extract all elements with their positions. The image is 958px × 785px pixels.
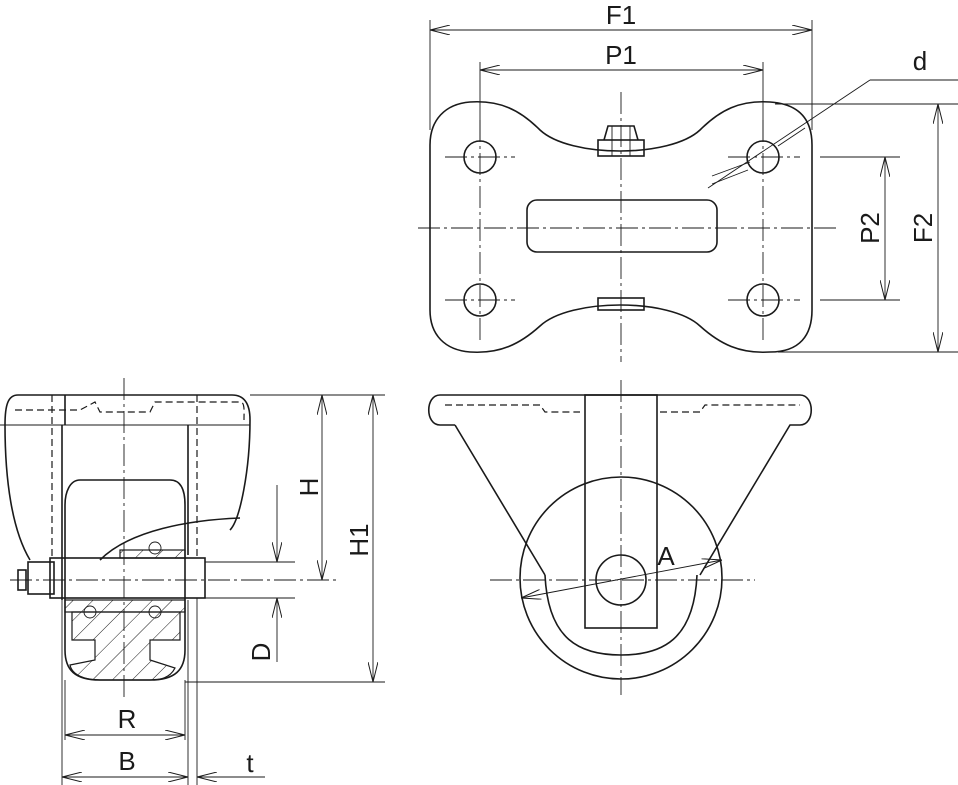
hub-section bbox=[64, 599, 186, 613]
wheel-section bbox=[69, 611, 181, 681]
dim-label-H: H bbox=[294, 478, 324, 497]
dim-label-D: D bbox=[246, 643, 276, 662]
axle-side bbox=[49, 557, 206, 599]
side-view: H H1 D R B t bbox=[0, 378, 385, 785]
dim-label-F1: F1 bbox=[606, 0, 636, 30]
dim-label-R: R bbox=[118, 704, 137, 734]
dim-label-F2: F2 bbox=[908, 213, 938, 243]
front-plate bbox=[427, 394, 813, 576]
top-view: F1 P1 d P2 F2 bbox=[418, 0, 958, 362]
plate-slot bbox=[526, 199, 718, 253]
dim-label-t: t bbox=[246, 748, 254, 778]
dim-label-H1: H1 bbox=[344, 523, 374, 556]
front-view: A bbox=[427, 380, 813, 695]
dim-label-B: B bbox=[118, 746, 135, 776]
dim-label-d: d bbox=[913, 46, 927, 76]
dim-label-P2: P2 bbox=[855, 212, 885, 244]
dim-label-P1: P1 bbox=[605, 40, 637, 70]
bearing-section bbox=[119, 549, 186, 559]
side-nut bbox=[27, 561, 55, 595]
dim-label-A: A bbox=[657, 541, 675, 571]
bracket-outline bbox=[4, 394, 251, 561]
plate-outline bbox=[429, 100, 813, 354]
